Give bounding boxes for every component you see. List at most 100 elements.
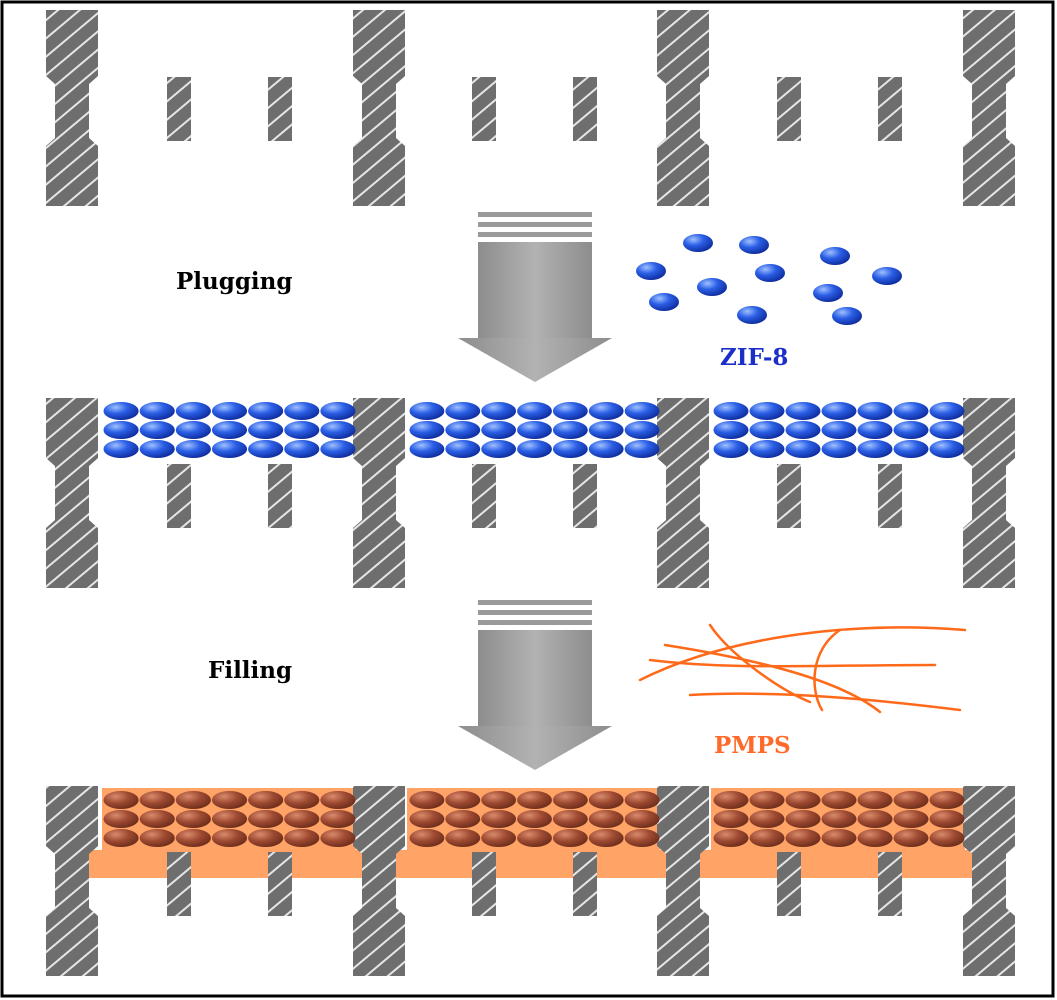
zif8-particle [103, 440, 139, 458]
zif8-particle [929, 440, 965, 458]
filled-particle [445, 829, 481, 847]
pmps-fill-bottom [88, 850, 370, 878]
filled-particle [857, 791, 893, 809]
filled-particle [175, 829, 211, 847]
membrane-wall-top [46, 398, 98, 458]
membrane-wall-bottom [353, 146, 405, 206]
filled-particle [517, 810, 552, 828]
membrane-wall-stem [55, 854, 89, 908]
membrane-wall-neck [963, 138, 1015, 146]
filled-particle [139, 810, 175, 828]
zif8-particle [211, 440, 248, 458]
arrow-shaft [478, 630, 592, 726]
membrane-wall-bottom [963, 916, 1015, 976]
arrow-stripe [478, 222, 592, 227]
filled-particle [409, 791, 445, 809]
zif8-free-particle [649, 293, 679, 311]
membrane-wall-neck [963, 76, 1015, 84]
zif8-particle [103, 421, 139, 439]
zif8-free-particle [636, 262, 666, 280]
filled-particle [785, 810, 821, 828]
filled-particle [713, 829, 749, 847]
filled-particle [481, 829, 517, 847]
filled-particle [893, 829, 929, 847]
zif8-particle [857, 402, 893, 420]
membrane-wall-top [963, 398, 1015, 458]
membrane-wall-top [353, 786, 405, 846]
membrane-wall-bottom [46, 146, 98, 206]
arrow-shaft [478, 242, 592, 338]
zif8-particle [893, 440, 929, 458]
zif8-particle [929, 402, 965, 420]
zif8-particle [713, 421, 749, 439]
zif8-particle [139, 440, 175, 458]
filled-particle [481, 791, 517, 809]
filled-particle [320, 810, 356, 828]
filled-particle [211, 810, 248, 828]
pmps-fill-bottom [697, 850, 979, 878]
membrane-pillar [777, 464, 801, 528]
membrane-wall-bottom [353, 528, 405, 588]
membrane-wall-neck [46, 908, 98, 916]
zif8-particle [552, 402, 588, 420]
filled-particle [175, 791, 211, 809]
filled-particle [588, 829, 624, 847]
zif8-particle [409, 421, 445, 439]
zif8-particle [320, 440, 356, 458]
membrane-wall-neck [657, 908, 709, 916]
membrane-wall-neck [46, 76, 98, 84]
zif8-particle [139, 402, 175, 420]
zif8-free-particle [755, 264, 785, 282]
arrow-stripe [478, 232, 592, 237]
membrane-pillar [268, 852, 292, 916]
filled-particle [552, 810, 588, 828]
membrane-wall-bottom [353, 916, 405, 976]
membrane-wall-neck [353, 908, 405, 916]
zif8-particle [929, 421, 965, 439]
zif8-particle [320, 402, 356, 420]
zif8-particle [175, 402, 211, 420]
zif8-particle [445, 421, 481, 439]
membrane-wall-stem [55, 466, 89, 520]
zif8-free-particle [737, 306, 767, 324]
filled-particle [749, 810, 785, 828]
membrane-wall-neck [963, 520, 1015, 528]
membrane-pillar [878, 852, 902, 916]
zif8-particle [821, 402, 857, 420]
membrane-pillar [777, 77, 801, 141]
membrane-pillar [472, 464, 496, 528]
zif8-particle [552, 421, 588, 439]
plugging-label: Plugging [176, 268, 292, 295]
membrane-wall-bottom [963, 146, 1015, 206]
filled-particle [248, 791, 284, 809]
filled-particle [929, 829, 965, 847]
membrane-initial [46, 10, 1015, 206]
filled-particle [517, 791, 552, 809]
filled-particle [749, 829, 785, 847]
membrane-filled [46, 786, 1015, 976]
zif8-particle [284, 421, 320, 439]
filled-particle [552, 791, 588, 809]
filled-particle [785, 791, 821, 809]
filled-particle [445, 791, 481, 809]
zif8-particle [248, 402, 284, 420]
filled-particle [103, 791, 139, 809]
membrane-wall-stem [666, 84, 700, 138]
zif8-particle [785, 440, 821, 458]
zif8-particle [517, 440, 552, 458]
zif8-particle [785, 402, 821, 420]
arrow-head [458, 338, 612, 382]
zif8-free-particle [832, 307, 862, 325]
membrane-pillar [268, 464, 292, 528]
filled-particle [284, 791, 320, 809]
zif8-particle [624, 421, 660, 439]
zif8-particle [588, 440, 624, 458]
zif8-particle [749, 402, 785, 420]
membrane-wall-neck [657, 76, 709, 84]
filled-particle [552, 829, 588, 847]
filled-particle [320, 829, 356, 847]
membrane-plugged [46, 398, 1015, 588]
zif8-particle [552, 440, 588, 458]
membrane-wall-neck [963, 846, 1015, 854]
